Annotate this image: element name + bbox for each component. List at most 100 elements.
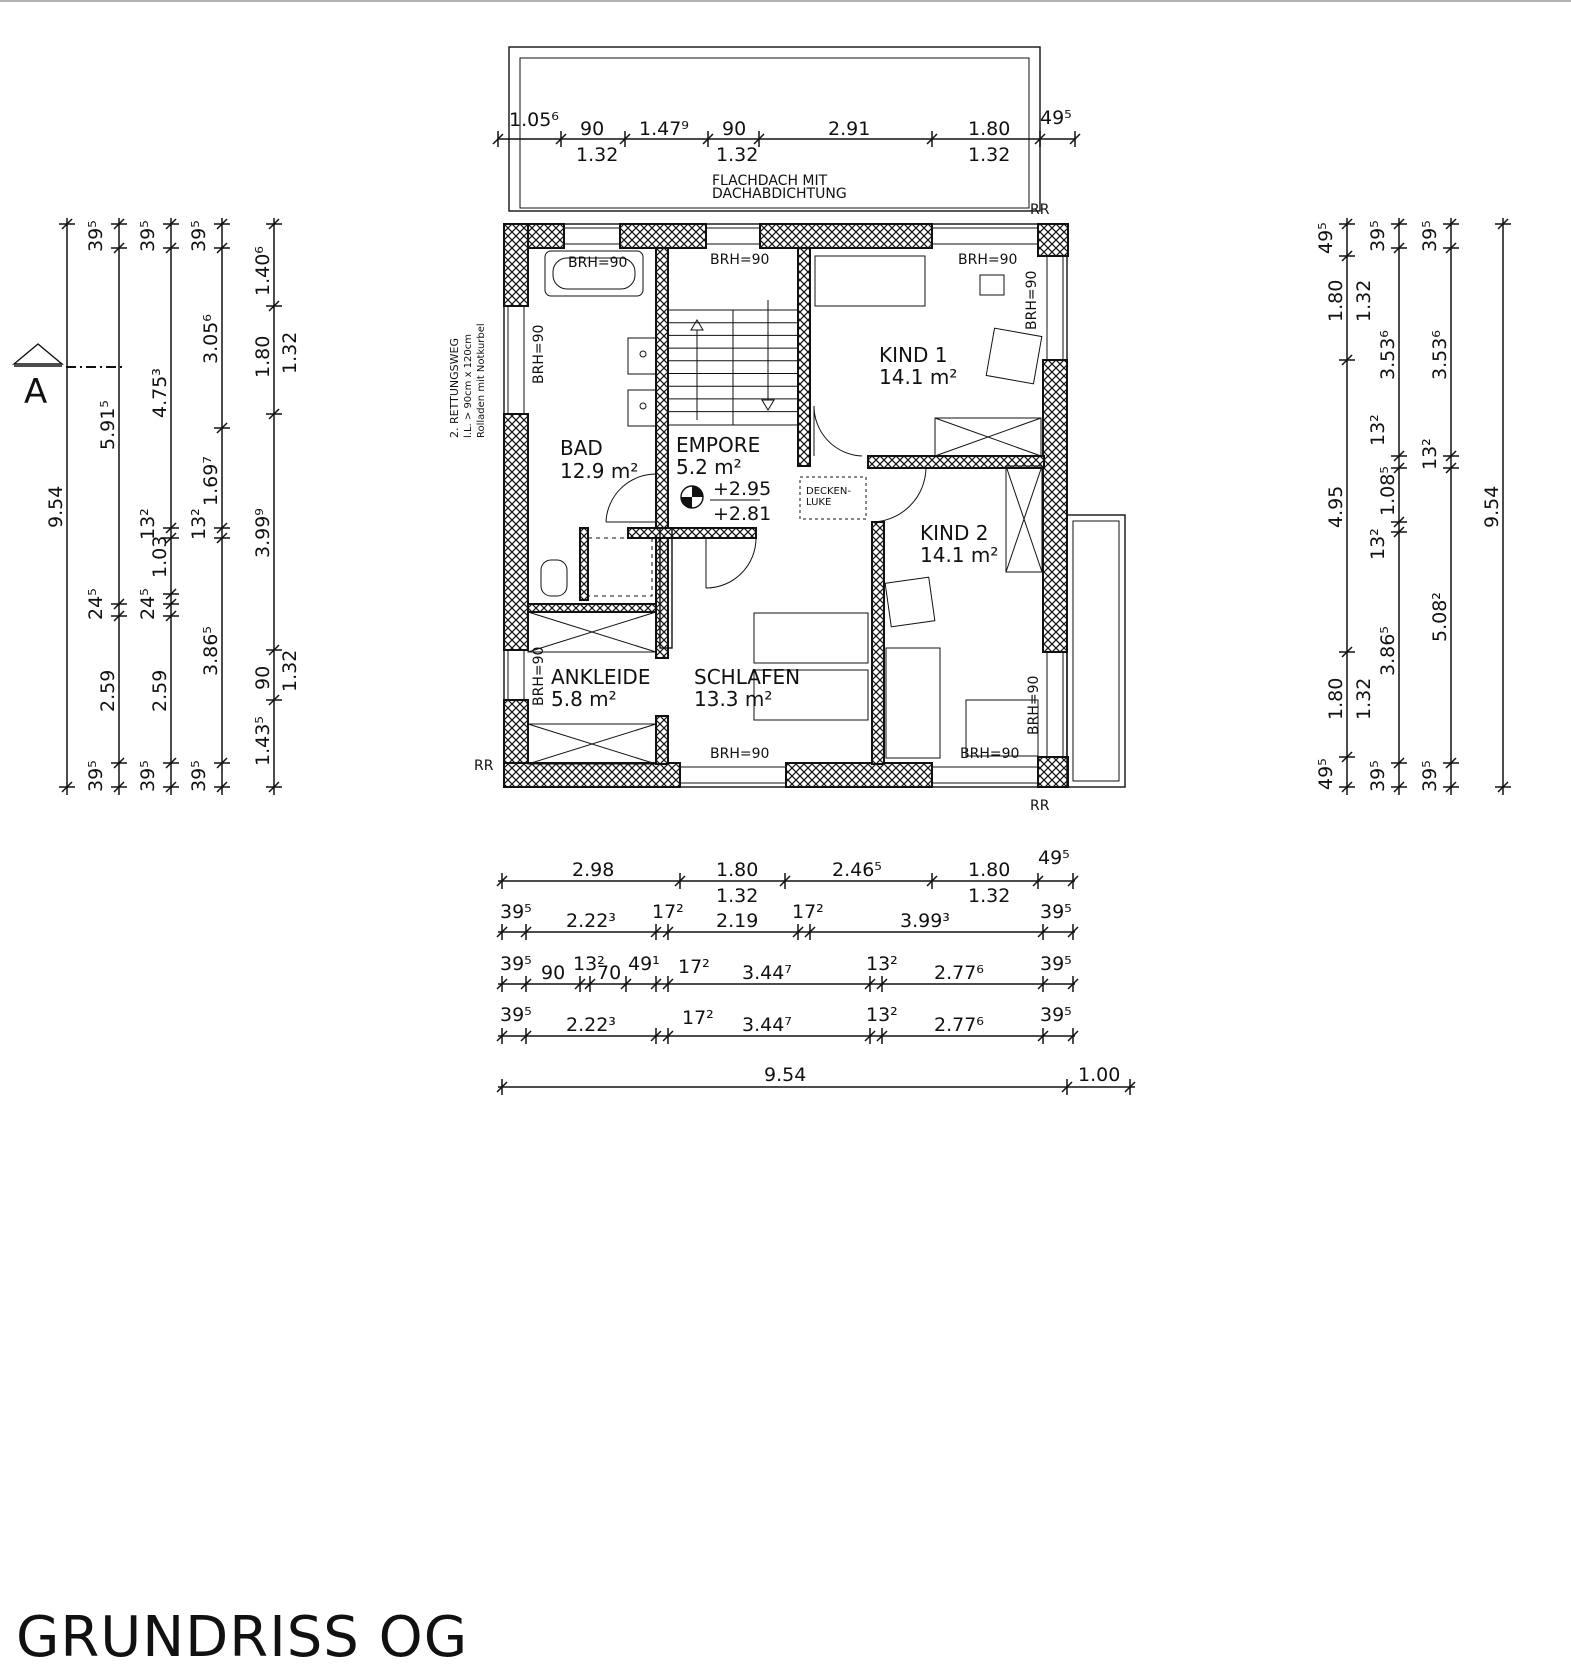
- dim-label: 1.80: [968, 859, 1010, 881]
- section-marker-label: A: [24, 372, 47, 412]
- dim-label: 9.54: [1481, 486, 1503, 528]
- bed-icon: [753, 612, 869, 664]
- dim-label: 39⁵: [137, 760, 159, 792]
- dim-label: 39⁵: [1419, 220, 1441, 252]
- building: DECKEN- LUKE +2.95 +2.81 BAD 12.9 m² EMP…: [474, 202, 1126, 814]
- flat-roof-label-2: DACHABDICHTUNG: [712, 186, 847, 202]
- dim-label: 2.77⁶: [934, 1014, 984, 1036]
- interior-walls: [527, 247, 1045, 765]
- toilet-icon: [540, 559, 568, 597]
- room-area: 14.1 m²: [879, 365, 957, 389]
- level-lower: +2.81: [713, 503, 771, 525]
- dimension-chain-left-5: 1.40⁶ 1.80 3.99⁹ 90 1.43⁵ 1.32 1.32: [252, 218, 301, 795]
- dim-label: 1.80: [1325, 678, 1347, 720]
- ceiling-hatch-label-2: LUKE: [806, 497, 831, 508]
- dim-label: 2.22³: [566, 910, 616, 932]
- dimension-chain-left-2: 39⁵ 5.91⁵ 24⁵ 2.59 39⁵: [85, 218, 127, 795]
- wardrobe-icon: [934, 417, 1042, 457]
- dimension-chain-bottom-5: 9.54 1.00: [496, 1064, 1136, 1095]
- dim-label: 2.91: [828, 118, 870, 140]
- section-marker: [12, 343, 122, 368]
- dimension-chain-right-4: 9.54: [1481, 218, 1511, 795]
- dim-label: 39⁵: [500, 953, 532, 975]
- dim-label: 3.99⁹: [252, 508, 274, 558]
- brh-label: BRH=90: [531, 647, 547, 706]
- dim-label: 90: [541, 962, 565, 984]
- escape-route-note: 2. RETTUNGSWEG l.L. > 90cm x 120cm Rolla…: [448, 323, 487, 438]
- dim-label: 24⁵: [137, 588, 159, 620]
- dim-label: 13²: [137, 508, 159, 540]
- room-name: KIND 1: [879, 343, 947, 367]
- dim-label: 2.59: [149, 670, 171, 712]
- dim-label: 39⁵: [1419, 760, 1441, 792]
- rr-label: RR: [474, 758, 494, 774]
- dimension-chain-left-4: 39⁵ 3.05⁶ 1.69⁷ 13² 3.86⁵ 39⁵: [188, 218, 230, 795]
- balcony: [1066, 514, 1126, 788]
- dim-label: 3.86⁵: [200, 626, 222, 676]
- dim-label: 13²: [1367, 528, 1389, 560]
- room-area: 13.3 m²: [694, 687, 772, 711]
- dim-label: 9.54: [764, 1064, 806, 1086]
- ceiling-hatch: [799, 476, 867, 520]
- dim-label: 13²: [1419, 438, 1441, 470]
- dim-label: 39⁵: [85, 220, 107, 252]
- brh-label: BRH=90: [1024, 271, 1040, 330]
- dim-label: 39⁵: [137, 220, 159, 252]
- dim-label: 2.19: [716, 910, 758, 932]
- bathtub-icon: [544, 250, 644, 297]
- dimension-chain-bottom-4: 39⁵ 2.22³ 17² 3.44⁷ 13² 2.77⁶ 39⁵: [496, 1004, 1079, 1044]
- dim-label: 3.44⁷: [742, 962, 792, 984]
- dim-label: 17²: [792, 901, 824, 923]
- dimension-chain-bottom-2: 39⁵ 2.22³ 17² 2.19 17² 3.99³ 39⁵: [496, 901, 1079, 940]
- dim-label: 49⁵: [1040, 107, 1072, 129]
- dimension-chain-bottom-1: 2.98 1.80 2.46⁵ 1.80 49⁵ 1.32 1.32: [496, 847, 1079, 907]
- dimension-chain-top: 1.05⁶ 90 1.47⁹ 90 2.91 1.80 49⁵ 1.32 1.3…: [492, 107, 1081, 166]
- dim-label: 90: [722, 118, 746, 140]
- dim-label: 4.75³: [149, 368, 171, 418]
- flat-roof: FLACHDACH MIT DACHABDICHTUNG: [508, 46, 1041, 212]
- dim-label: 13²: [188, 508, 210, 540]
- dim-label: 1.32: [279, 650, 301, 692]
- dim-label: 1.80: [1325, 280, 1347, 322]
- bed-icon: [885, 647, 941, 759]
- dimension-chain-right-1: 49⁵ 1.80 4.95 1.80 49⁵: [1315, 218, 1355, 795]
- dim-label: 2.77⁶: [934, 962, 984, 984]
- dim-label: 39⁵: [188, 760, 210, 792]
- dim-label: 3.05⁶: [200, 314, 222, 364]
- dim-label: 39⁵: [1040, 1004, 1072, 1026]
- dimension-chain-bottom-3: 39⁵ 90 13² 70 49¹ 17² 3.44⁷ 13² 2.77⁶ 39…: [496, 953, 1079, 992]
- doors: [605, 405, 927, 589]
- room-area: 5.8 m²: [551, 687, 617, 711]
- room-area: 5.2 m²: [676, 455, 742, 479]
- page-title: GRUNDRISS OG: [16, 1605, 468, 1670]
- dim-label: 9.54: [45, 486, 67, 528]
- brh-label: BRH=90: [710, 746, 769, 762]
- room-name: SCHLAFEN: [694, 665, 800, 689]
- dim-label: 49⁵: [1315, 758, 1337, 790]
- desk-icon: [965, 699, 1039, 757]
- dim-label: 1.32: [1353, 280, 1375, 322]
- dim-label: 1.80: [968, 118, 1010, 140]
- dim-label: 13²: [573, 953, 605, 975]
- dim-label: 13²: [1367, 414, 1389, 446]
- dim-label: 2.59: [97, 670, 119, 712]
- dim-label: 1.47⁹: [639, 118, 689, 140]
- dim-label: 3.53⁶: [1377, 330, 1399, 380]
- desk-icon: [979, 274, 1005, 296]
- dim-label: 49⁵: [1315, 222, 1337, 254]
- dim-label: 2.98: [572, 859, 614, 881]
- dim-label: 1.32: [1353, 678, 1375, 720]
- bed-icon: [753, 669, 869, 721]
- exterior-walls: [503, 223, 1069, 788]
- room-name: BAD: [560, 436, 603, 460]
- dimension-chain-right-3: 39⁵ 3.53⁶ 13² 5.08² 39⁵: [1419, 218, 1459, 795]
- room-area: 12.9 m²: [560, 459, 638, 483]
- dim-label: 1.80: [716, 859, 758, 881]
- room-name: EMPORE: [676, 433, 760, 457]
- dim-label: 1.32: [716, 885, 758, 907]
- dim-label: 5.08²: [1429, 592, 1451, 642]
- dim-label: 39⁵: [1367, 760, 1389, 792]
- dim-label: 1.08⁵: [1377, 466, 1399, 516]
- dim-label: 4.95: [1325, 486, 1347, 528]
- sink-icon: [627, 389, 657, 427]
